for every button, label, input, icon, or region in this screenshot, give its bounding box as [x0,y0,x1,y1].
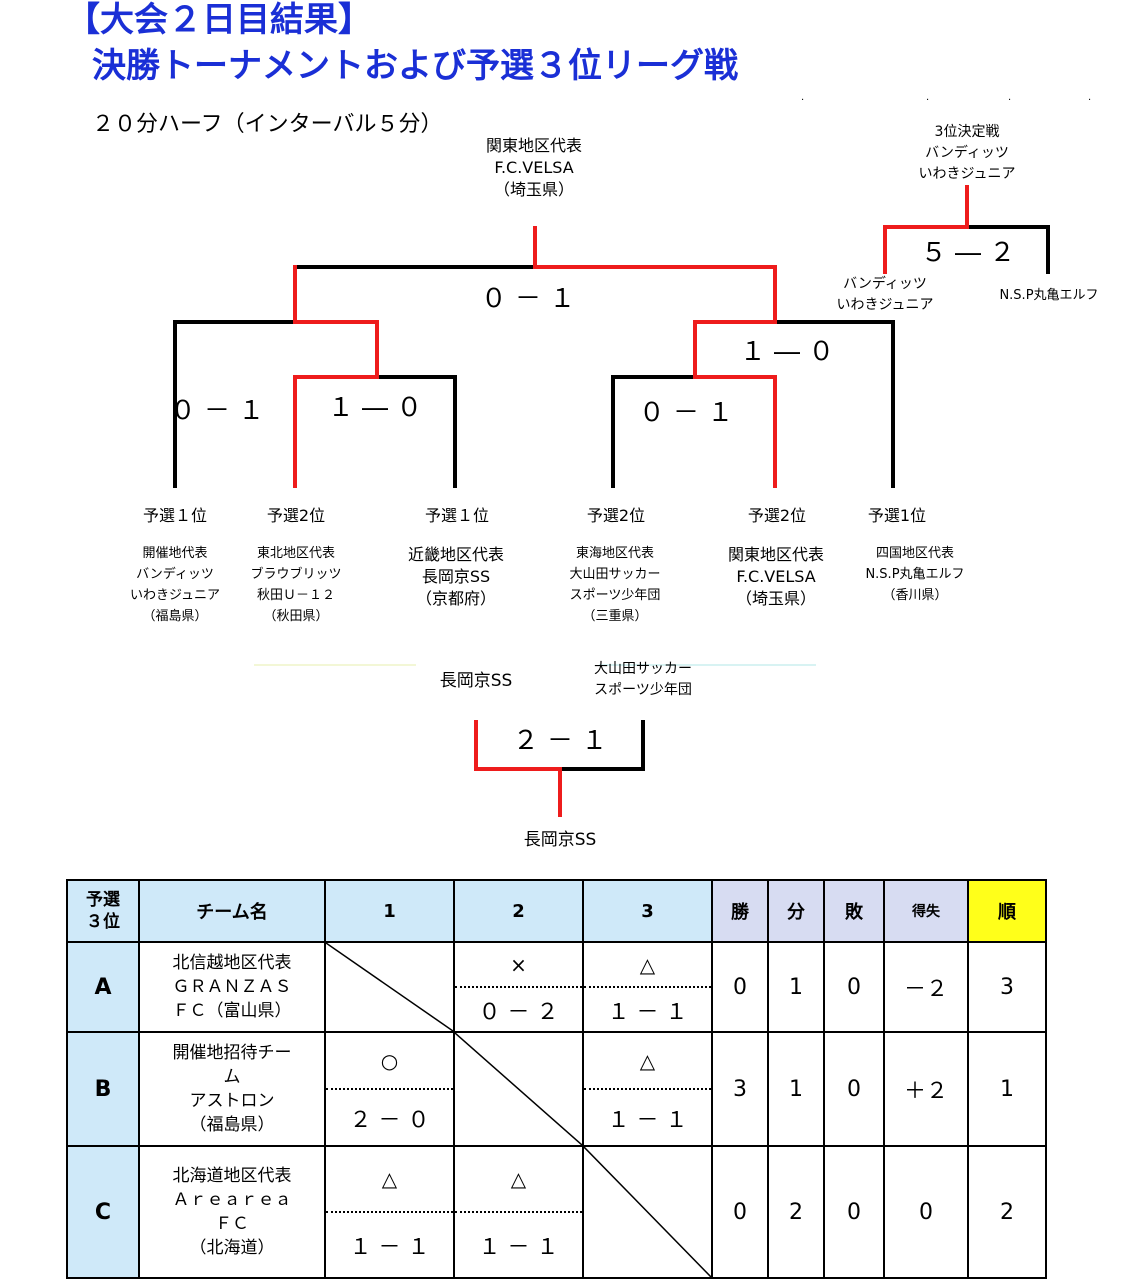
rank: 3 [967,941,1047,1033]
match-result: ○ ２ － ０ [324,1031,455,1147]
result-symbol: △ [326,1147,453,1213]
rank: 1 [967,1031,1047,1147]
header-m2: 2 [453,879,584,943]
champion-label: 関東地区代表 F.C.VELSA （埼玉県） [485,136,583,199]
third-place-team-right: N.S.P丸亀エルフ [999,288,1099,303]
team-pos: 予選１位 [142,506,208,525]
title-line2: 決勝トーナメントおよび予選３位リーグ戦 [92,46,738,86]
header-goal: 得失 [883,879,969,943]
subtitle: ２０分ハーフ（インターバル５分） [92,112,443,137]
match-result: △ １ － １ [582,1031,713,1147]
rank: 2 [967,1145,1047,1279]
qf2-score: １ ― ０ [327,393,423,423]
third-place-block: 3位決定戦 バンディッツ いわきジュニア [918,124,1016,182]
goal-diff: －２ [883,941,969,1033]
semi-right-score: １ ― ０ [739,337,835,367]
losses: 0 [823,1145,885,1279]
draws: 2 [767,1145,825,1279]
self-match-cell [453,1031,584,1147]
decor-dot: . [801,92,805,103]
header-loss: 敗 [823,879,885,943]
header-win: 勝 [711,879,769,943]
decor-dot: . [1008,92,1012,103]
team-entry: 四国地区代表 N.S.P丸亀エルフ （香川県） [865,546,965,603]
result-score: ２ － ０ [349,1107,430,1133]
team-pos: 予選1位 [867,506,927,525]
decor-dot: . [1088,92,1092,103]
title-line1: 【大会２日目結果】 [66,0,372,40]
header-team: チーム名 [138,879,326,943]
team-pos: 予選2位 [266,506,326,525]
header-m1: 1 [324,879,455,943]
result-symbol: △ [455,1147,582,1213]
result-score: １ － １ [478,1235,559,1260]
team-name: 北海道地区代表 Ａｒｅａｒｅａ ＦＣ （北海道） [138,1145,326,1279]
team-entry: 関東地区代表 F.C.VELSA （埼玉県） [727,545,825,608]
result-symbol: ○ [326,1033,453,1090]
draws: 1 [767,941,825,1033]
qf1-score: ０ － １ [169,396,265,426]
draws: 1 [767,1031,825,1147]
header-draw: 分 [767,879,825,943]
result-score: １ － １ [607,999,688,1025]
team-entry: 近畿地区代表 長岡京SS （京都府） [407,545,505,608]
consolation-right-team: 大山田サッカー スポーツ少年団 [594,661,692,698]
team-pos: 予選2位 [747,506,807,525]
team-pos: 予選１位 [424,506,490,525]
match-result: △ １ － １ [324,1145,455,1279]
result-symbol: △ [584,943,711,988]
wins: 3 [711,1031,769,1147]
header-rank: 順 [967,879,1047,943]
result-symbol: △ [584,1033,711,1090]
final-score: ０ － １ [480,284,576,314]
result-score: ０ － ２ [478,999,559,1025]
team-name: 北信越地区代表 ＧＲＡＮＺＡＳ ＦＣ（富山県） [138,941,326,1033]
match-result: △ １ － １ [453,1145,584,1279]
third-place-score: ５ ― ２ [920,238,1016,268]
tournament-bracket [173,185,1050,817]
row-id: B [66,1031,140,1147]
wins: 0 [711,941,769,1033]
team-entry: 東海地区代表 大山田サッカー スポーツ少年団 （三重県） [569,546,661,624]
consolation-score: ２ － １ [512,726,608,756]
team-entry: 開催地代表 バンディッツ いわきジュニア （福島県） [129,546,221,624]
third-place-team-left: バンディッツ いわきジュニア [836,276,934,313]
wins: 0 [711,1145,769,1279]
losses: 0 [823,1031,885,1147]
self-match-cell [582,1145,713,1279]
self-match-cell [324,941,455,1033]
result-score: １ － １ [607,1107,688,1133]
header-m3: 3 [582,879,713,943]
qf3-score: ０ － １ [638,398,734,428]
result-score: １ － １ [349,1235,430,1260]
match-result: × ０ － ２ [453,941,584,1033]
team-pos: 予選2位 [586,506,646,525]
goal-diff: ＋２ [883,1031,969,1147]
consolation-left-team: 長岡京SS [439,671,513,691]
row-id: C [66,1145,140,1279]
goal-diff: 0 [883,1145,969,1279]
decor-dot: . [926,92,930,103]
team-name: 開催地招待チー ム アストロン （福島県） [138,1031,326,1147]
match-result: △ １ － １ [582,941,713,1033]
result-symbol: × [455,943,582,988]
team-entry: 東北地区代表 ブラウブリッツ 秋田Ｕ－１２ （秋田県） [250,546,342,624]
consolation-winner: 長岡京SS [523,830,597,850]
row-id: A [66,941,140,1033]
losses: 0 [823,941,885,1033]
